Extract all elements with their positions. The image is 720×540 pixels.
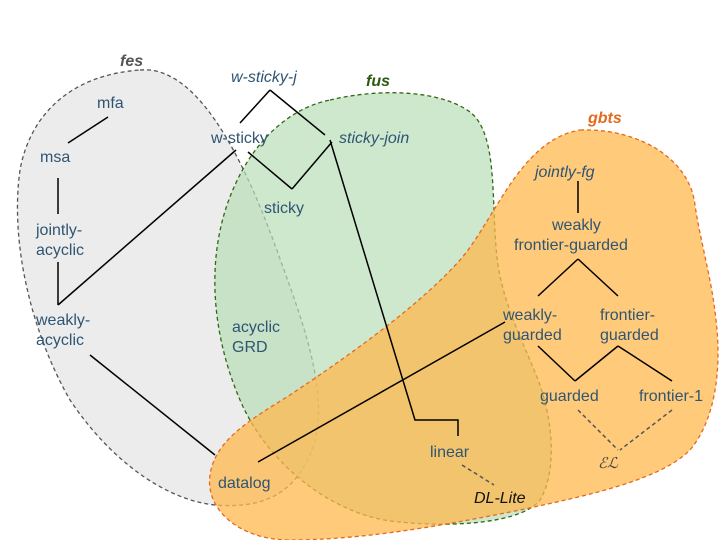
edge-w-sticky-weakly-acyclic — [57, 149, 237, 306]
node-weakly-guarded-line2: guarded — [503, 327, 562, 344]
fes-label: fes — [120, 53, 143, 70]
node-acyclic-grd-line2: GRD — [232, 339, 268, 356]
node-w-sticky: w-sticky — [210, 130, 268, 147]
node-jointly-acyclic-line1: jointly- — [35, 222, 82, 239]
edge-sticky-join-sticky — [291, 141, 333, 190]
edge-frontier-1-el — [619, 409, 673, 451]
node-msa: msa — [40, 149, 70, 166]
node-weakly-fg-line2: frontier-guarded — [514, 237, 628, 254]
gbts-region — [208, 129, 719, 540]
edge-weakly-fg-weakly-guarded — [537, 258, 579, 297]
edge-frontier-guarded-guarded — [574, 345, 619, 382]
node-weakly-guarded-line1: weakly- — [502, 307, 557, 324]
node-guarded: guarded — [540, 388, 599, 405]
node-datalog: datalog — [218, 475, 271, 492]
node-sticky-join: sticky-join — [339, 130, 409, 147]
node-frontier-guarded-line1: frontier- — [600, 307, 655, 324]
gbts-label: gbts — [587, 110, 622, 127]
node-acyclic-grd-line1: acyclic — [232, 319, 280, 336]
edge-linear-dl-lite — [461, 464, 495, 486]
edge-frontier-guarded-frontier-1 — [617, 345, 673, 382]
edge-weakly-fg-frontier-guarded — [577, 258, 619, 297]
node-jointly-acyclic-line2: acyclic — [36, 242, 84, 259]
edge-w-sticky-sticky — [247, 151, 293, 190]
node-weakly-acyclic-line2: acyclic — [36, 332, 84, 349]
node-frontier-guarded-line2: guarded — [600, 327, 659, 344]
node-linear: linear — [430, 444, 470, 461]
node-sticky: sticky — [264, 200, 304, 217]
edge-w-sticky-j-w-sticky — [239, 89, 271, 124]
node-w-sticky-j: w-sticky-j — [231, 69, 297, 86]
fus-label: fus — [366, 73, 390, 90]
node-el: ℰℒ — [598, 454, 619, 472]
edge-w-sticky-j-sticky-join — [269, 89, 326, 136]
edge-mfa-msa — [67, 116, 109, 144]
node-weakly-acyclic-line1: weakly- — [35, 312, 90, 329]
node-jointly-fg: jointly-fg — [533, 164, 595, 181]
node-mfa: mfa — [97, 95, 124, 112]
edge-weakly-acyclic-datalog — [89, 354, 216, 456]
node-dl-lite: DL-Lite — [474, 490, 526, 507]
edge-sticky-join-linear — [329, 139, 459, 436]
node-frontier-1: frontier-1 — [639, 388, 703, 405]
edge-weakly-guarded-guarded — [537, 345, 576, 382]
edge-weakly-guarded-datalog — [257, 321, 506, 463]
edge-guarded-el — [577, 409, 619, 451]
node-weakly-fg-line1: weakly — [551, 217, 601, 234]
